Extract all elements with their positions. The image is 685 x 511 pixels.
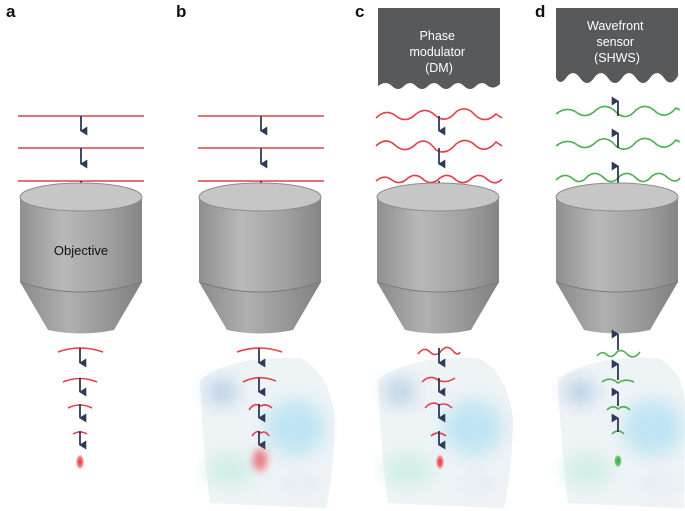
phase-modulator-line-2: modulator bbox=[409, 45, 465, 59]
panel-label-c: c bbox=[355, 2, 364, 21]
wavefront-sensor-box bbox=[556, 8, 678, 83]
phase-modulator-line-3: (DM) bbox=[425, 61, 453, 75]
panel-c: Phase modulator (DM) bbox=[375, 8, 513, 508]
objective-lens bbox=[19, 182, 143, 334]
wavefront-sensor-label: Wavefront sensor (SHWS) bbox=[587, 19, 647, 65]
objective-label: Objective bbox=[54, 243, 108, 258]
pre-shaped-wavefronts bbox=[375, 108, 503, 184]
objective-lens bbox=[555, 182, 679, 334]
panel-d: Wavefront sensor (SHWS) bbox=[555, 8, 685, 508]
panel-label-a: a bbox=[6, 2, 16, 21]
phase-modulator-box bbox=[378, 8, 500, 89]
objective-lens bbox=[198, 182, 322, 334]
blurred-focal-spot bbox=[253, 449, 267, 471]
corrected-focal-spot bbox=[435, 454, 445, 470]
wavefront-sensor-line-1: Wavefront bbox=[587, 19, 644, 33]
wavefront-sensor-line-3: (SHWS) bbox=[594, 51, 640, 65]
panel-label-b: b bbox=[176, 2, 186, 21]
objective-lens bbox=[376, 182, 500, 334]
focal-spot bbox=[75, 454, 85, 470]
wavefront-sensor-line-2: sensor bbox=[596, 35, 634, 49]
outgoing-aberrated-wavefronts bbox=[555, 105, 681, 183]
guide-star bbox=[614, 454, 622, 468]
tissue-sample bbox=[200, 357, 335, 508]
panel-label-d: d bbox=[535, 2, 545, 21]
panel-b bbox=[198, 115, 335, 508]
phase-modulator-label: Phase modulator (DM) bbox=[409, 29, 468, 75]
phase-modulator-line-1: Phase bbox=[420, 29, 455, 43]
tissue-sample bbox=[378, 357, 513, 508]
panel-a: Objective bbox=[18, 115, 144, 470]
